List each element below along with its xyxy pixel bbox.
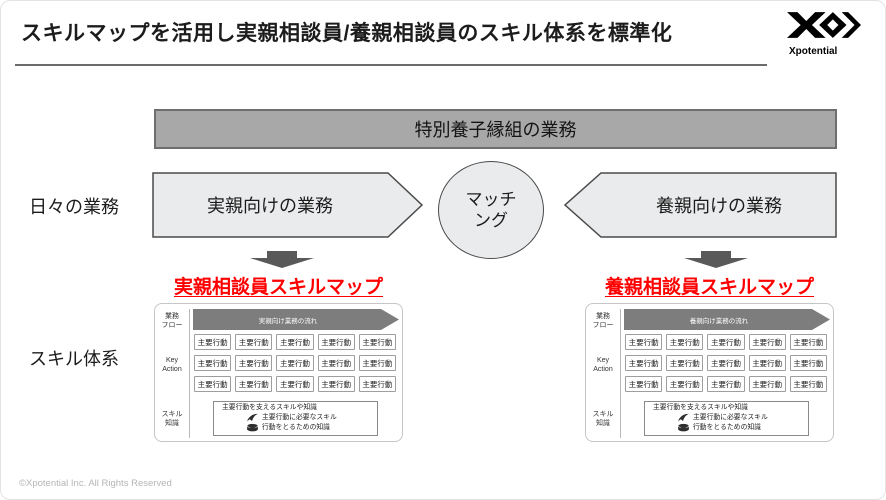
birth-parent-flow-label: 実親向けの業務 [207,196,333,216]
key-action-cell: 主要行動 [317,355,355,371]
key-action-cell: 主要行動 [666,334,704,350]
legend-title: 主要行動を支えるスキルや知識 [222,404,317,411]
key-action-cell: 主要行動 [789,355,827,371]
skillmap-flow-label: 業務 フロー [161,313,183,329]
key-action-cell: 主要行動 [748,334,786,350]
legend-item-label: 主要行動に必要なスキル [693,413,768,421]
skill-swoosh-icon [247,413,258,422]
key-action-cell: 主要行動 [748,376,786,392]
key-action-cell: 主要行動 [194,376,232,392]
key-action-cell: 主要行動 [276,376,314,392]
key-action-cell: 主要行動 [707,355,745,371]
skill-knowledge-legend: 主要行動を支えるスキルや知識 主要行動に必要なスキル 行動をとるための知識 [644,401,809,436]
flow-banner-label: 実親向け業務の流れ [258,317,318,325]
legend-item-skill: 主要行動に必要なスキル [246,413,373,422]
xpotential-logo-icon [787,12,861,38]
skillmap-keyaction-label: Key Action [593,357,613,373]
xpotential-logo-text: Xpotential [789,46,838,57]
key-action-cell: 主要行動 [789,334,827,350]
key-action-cell: 主要行動 [748,355,786,371]
key-action-cell: 主要行動 [625,334,663,350]
key-action-cell: 主要行動 [707,334,745,350]
row-label-skill-system: スキル体系 [29,349,119,369]
down-arrow-icon [684,251,748,268]
row-label-daily-work: 日々の業務 [29,197,119,217]
down-arrow-icon [250,251,314,268]
title-divider [15,64,767,66]
skillmap-divider [189,309,190,438]
key-action-cell: 主要行動 [317,334,355,350]
adoptive-parent-flow-arrow [564,172,837,238]
birth-parent-skillmap-title: 実親相談員スキルマップ [173,277,383,298]
xpotential-logo: Xpotential [785,9,863,57]
key-action-cell: 主要行動 [666,376,704,392]
skillmap-skill-label: スキル 知識 [161,411,183,427]
skillmap-flow-banner: 養親向け業務の流れ [624,309,830,330]
legend-item-label: 主要行動に必要なスキル [262,413,337,421]
matching-circle-line1: マッチ [465,190,517,209]
key-action-cell: 主要行動 [358,334,396,350]
knowledge-cylinder-icon [677,423,690,432]
copyright-text: ©Xpotential Inc. All Rights Reserved [19,478,172,489]
flow-banner-arrow-icon [193,309,399,330]
key-action-cell: 主要行動 [235,376,273,392]
adoptive-parent-skillmap-title: 養親相談員スキルマップ [604,277,814,298]
adoptive-parent-skillmap: 業務 フロー Key Action スキル 知識 養親向け業務の流れ 主要行動 … [585,303,834,442]
matching-circle-line2: ング [474,211,508,230]
key-action-cell: 主要行動 [358,355,396,371]
skillmap-flow-label: 業務 フロー [592,313,614,329]
skillmap-skill-label: スキル 知識 [592,411,614,427]
matching-circle: マッチ ング [438,161,544,259]
key-action-cell: 主要行動 [235,334,273,350]
key-action-cell: 主要行動 [194,355,232,371]
key-action-cell: 主要行動 [317,376,355,392]
skillmap-divider [620,309,621,438]
key-action-cell: 主要行動 [666,355,704,371]
key-action-grid: 主要行動 主要行動 主要行動 主要行動 主要行動 主要行動 主要行動 主要行動 … [625,334,827,392]
skillmap-keyaction-label: Key Action [162,357,182,373]
birth-parent-skillmap: 業務 フロー Key Action スキル 知識 実親向け業務の流れ 主要行動 … [154,303,403,442]
key-action-cell: 主要行動 [789,376,827,392]
legend-item-knowledge: 行動をとるための知識 [677,423,804,432]
skill-knowledge-legend: 主要行動を支えるスキルや知識 主要行動に必要なスキル 行動をとるための知識 [213,401,378,436]
key-action-cell: 主要行動 [276,334,314,350]
key-action-cell: 主要行動 [625,376,663,392]
key-action-cell: 主要行動 [235,355,273,371]
skillmap-flow-banner: 実親向け業務の流れ [193,309,399,330]
key-action-cell: 主要行動 [625,355,663,371]
legend-title: 主要行動を支えるスキルや知識 [653,404,748,411]
top-business-banner-label: 特別養子縁組の業務 [414,120,577,140]
legend-item-skill: 主要行動に必要なスキル [677,413,804,422]
legend-item-knowledge: 行動をとるための知識 [246,423,373,432]
birth-parent-flow-arrow [152,172,424,238]
key-action-cell: 主要行動 [276,355,314,371]
key-action-cell: 主要行動 [194,334,232,350]
key-action-cell: 主要行動 [358,376,396,392]
legend-item-label: 行動をとるための知識 [262,423,330,431]
key-action-grid: 主要行動 主要行動 主要行動 主要行動 主要行動 主要行動 主要行動 主要行動 … [194,334,396,392]
flow-banner-label: 養親向け業務の流れ [689,317,749,325]
top-business-banner: 特別養子縁組の業務 [154,109,837,149]
flow-banner-arrow-icon [624,309,830,330]
skill-swoosh-icon [678,413,689,422]
key-action-cell: 主要行動 [707,376,745,392]
legend-item-label: 行動をとるための知識 [693,423,761,431]
adoptive-parent-flow-label: 養親向けの業務 [656,196,782,216]
page-title: スキルマップを活用し実親相談員/養親相談員のスキル体系を標準化 [21,22,673,45]
knowledge-cylinder-icon [246,423,259,432]
